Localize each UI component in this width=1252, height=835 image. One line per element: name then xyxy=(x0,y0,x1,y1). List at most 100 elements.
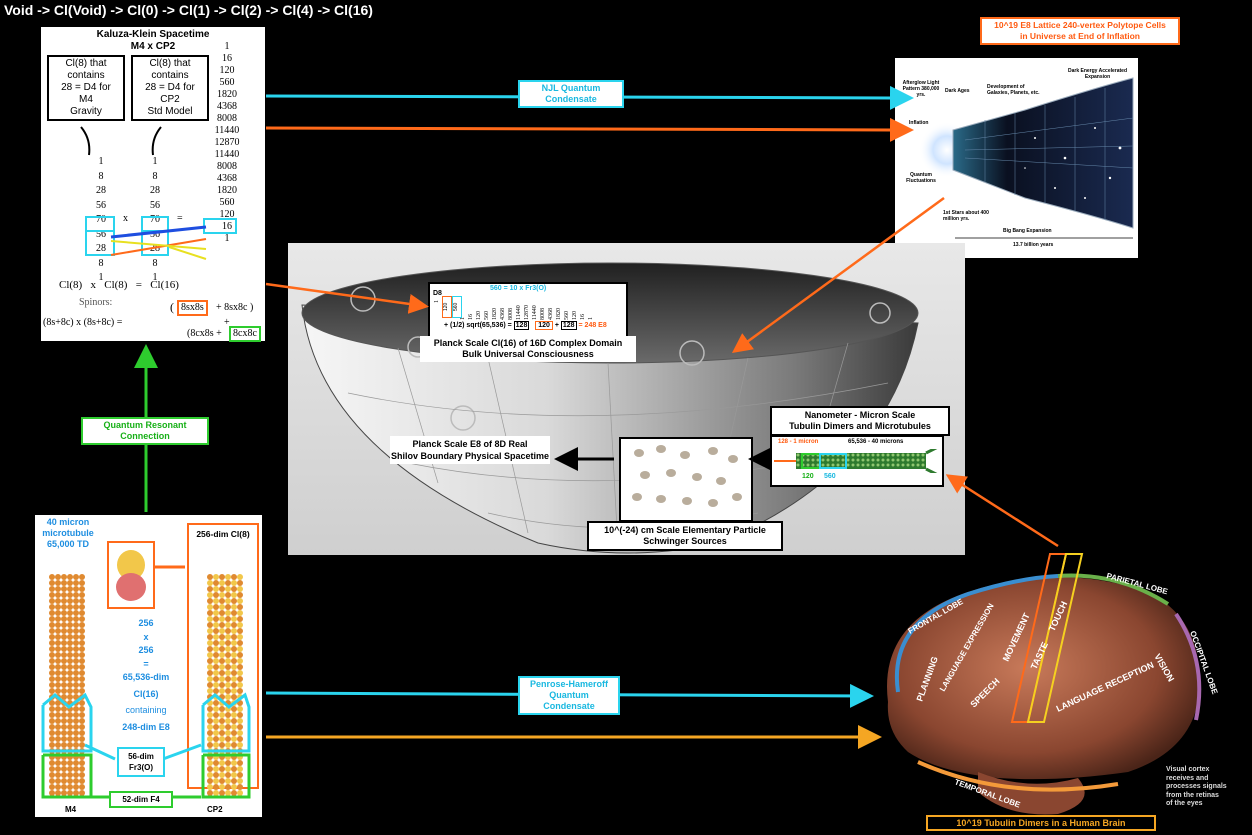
kaluza-klein-panel: Kaluza-Klein Spacetime M4 x CP2 Cl(8) th… xyxy=(41,27,265,342)
kk-spinor-term4: (8cx8s + xyxy=(187,328,222,339)
lbl-years: 13.7 billion years xyxy=(1013,242,1054,248)
cyan-arrow-right xyxy=(162,743,202,761)
kk-right-value-3: 560 xyxy=(219,77,235,88)
kk-yellow-line-2 xyxy=(168,246,207,260)
visual-cortex-note: Visual cortex receives and processes sig… xyxy=(1166,766,1250,809)
micron-120: 120 xyxy=(802,473,814,480)
kk-left-value-7: 8 xyxy=(98,257,104,269)
particle-blob xyxy=(656,495,666,503)
kk-spinor-term2: + 8sx8c ) xyxy=(216,302,254,313)
visual-note-l4: from the retinas xyxy=(1166,791,1219,799)
njl-label-l2: Condensate xyxy=(545,94,597,104)
particle-blob xyxy=(716,477,726,485)
lbl-dark-energy: Dark Energy Accelerated Expansion xyxy=(1067,68,1127,80)
kk-eq-cl8b: Cl(8) xyxy=(104,279,128,291)
kk-right-value-12: 1820 xyxy=(217,185,237,196)
microtubule-strip: 128 - 1 micron 65,536 - 40 microns 120 5… xyxy=(770,435,944,487)
resonant-label: Quantum Resonant Connection xyxy=(81,417,209,445)
lbl-quantum-fluct: Quantum Fluctuations xyxy=(906,172,936,184)
kk-right-value-11: 4368 xyxy=(217,173,237,184)
microtubule-strip-art xyxy=(774,449,938,473)
kk-box-left: Cl(8) that contains 28 = D4 for M4 Gravi… xyxy=(47,55,125,121)
mt-cp2-label: CP2 xyxy=(207,805,223,814)
mt-top-left-l2: microtubule xyxy=(42,528,94,538)
kk-mid-value-8: 1 xyxy=(152,272,158,283)
kk-box-left-l3: 28 = D4 for xyxy=(61,82,111,93)
eq-128a: 128 xyxy=(513,321,530,330)
kk-x-sign: x xyxy=(123,213,128,224)
kk-right-value-6: 8008 xyxy=(217,113,237,124)
page-title: Void -> Cl(Void) -> Cl(0) -> Cl(1) -> Cl… xyxy=(4,2,373,18)
green-region-right xyxy=(201,753,251,799)
universe-image xyxy=(919,77,1134,239)
nanometer-caption-l1: Nanometer - Micron Scale xyxy=(804,410,916,420)
eq-248-e8: = 248 E8 xyxy=(578,322,607,329)
particle-blob xyxy=(632,493,642,501)
kk-eq-cl16: Cl(16) xyxy=(150,279,179,291)
kk-mid-value-2: 28 xyxy=(150,185,160,196)
kk-right-value-5: 4368 xyxy=(217,101,237,112)
kk-left-value-0: 1 xyxy=(98,156,104,167)
njl-label-l1: NJL Quantum xyxy=(541,83,601,93)
planck-cl16-l1: Planck Scale Cl(16) of 16D Complex Domai… xyxy=(433,338,623,348)
lbl-dark-ages: Dark Ages xyxy=(945,88,970,94)
kk-yellow-line xyxy=(110,240,207,250)
kk-right-value-1: 16 xyxy=(222,53,232,64)
kk-right-value-14: 120 xyxy=(219,209,235,220)
mt-mid-containing: containing xyxy=(125,705,167,715)
lbl-inflation: Inflation xyxy=(909,120,929,126)
universe-panel: Afterglow Light Pattern 380,000 yrs. Dar… xyxy=(895,58,1138,258)
kk-spinor-open: ( xyxy=(170,300,174,314)
tubulin-dimer-icon xyxy=(116,550,146,601)
kk-left-value-6: 28 xyxy=(96,243,106,254)
nanometer-caption-l2: Tubulin Dimers and Microtubules xyxy=(789,421,931,431)
universe-caption: 10^19 E8 Lattice 240-vertex Polytope Cel… xyxy=(980,17,1180,45)
kk-right-value-7: 11440 xyxy=(214,125,240,136)
particle-blob xyxy=(656,445,666,453)
penrose-label-l3: Condensate xyxy=(543,701,595,711)
kk-universe-connector xyxy=(265,117,914,142)
kk-blue-line xyxy=(110,225,207,239)
cyan-region-right xyxy=(201,692,251,753)
eq-560-label: 560 = 10 x Fr3(O) xyxy=(490,285,547,292)
kk-right-value-8: 12870 xyxy=(214,137,240,148)
kk-left-value-5: 56 xyxy=(96,228,106,240)
eq-sqrt-prefix: + (1/2) sqrt(65,536) = xyxy=(444,322,512,329)
kk-right-value-4: 1820 xyxy=(217,89,237,100)
mt-mid-65536: 65,536-dim xyxy=(122,672,170,682)
kk-right-value-10: 8008 xyxy=(217,161,237,172)
kk-left-value-2: 28 xyxy=(96,185,106,196)
kk-spinor-term1: 8sx8s xyxy=(177,300,208,316)
mt-top-left-l3: 65,000 TD xyxy=(46,539,90,549)
kk-box-left-l5: Gravity xyxy=(70,106,102,117)
mt-m4-label: M4 xyxy=(65,805,77,814)
resonant-label-l2: Connection xyxy=(120,431,170,441)
kk-box-right-l4: CP2 xyxy=(160,94,180,105)
particle-blob xyxy=(640,471,650,479)
kk-spinors-label: Spinors: xyxy=(79,297,113,308)
cyan-region-left xyxy=(41,692,93,753)
njl-label: NJL Quantum Condensate xyxy=(518,80,624,108)
kk-right-value-15: 16 xyxy=(222,221,232,232)
lbl-afterglow: Afterglow Light Pattern 380,000 yrs. xyxy=(902,80,940,98)
eq-plus: + xyxy=(554,322,559,329)
kk-left-value-3: 56 xyxy=(96,199,106,211)
temporal-lobe-arc xyxy=(917,760,1119,792)
particle-blob xyxy=(666,469,676,477)
visual-note-l1: Visual cortex xyxy=(1166,766,1210,773)
particle-blob xyxy=(728,455,738,463)
particle-blob xyxy=(680,451,690,459)
lbl-first-stars: 1st Stars about 400 million yrs. xyxy=(943,210,989,222)
microtubule-right xyxy=(207,574,243,796)
kk-right-value-13: 560 xyxy=(219,197,235,208)
particle-image-box xyxy=(619,437,753,522)
kk-box-right-l2: contains xyxy=(151,70,189,81)
particle-caption-l2: Schwinger Sources xyxy=(643,536,727,546)
occipital-lobe-arc xyxy=(1174,612,1202,721)
planck-e8-label: Planck Scale E8 of 8D Real Shilov Bounda… xyxy=(390,436,550,464)
universe-bowl-connector xyxy=(731,196,945,353)
